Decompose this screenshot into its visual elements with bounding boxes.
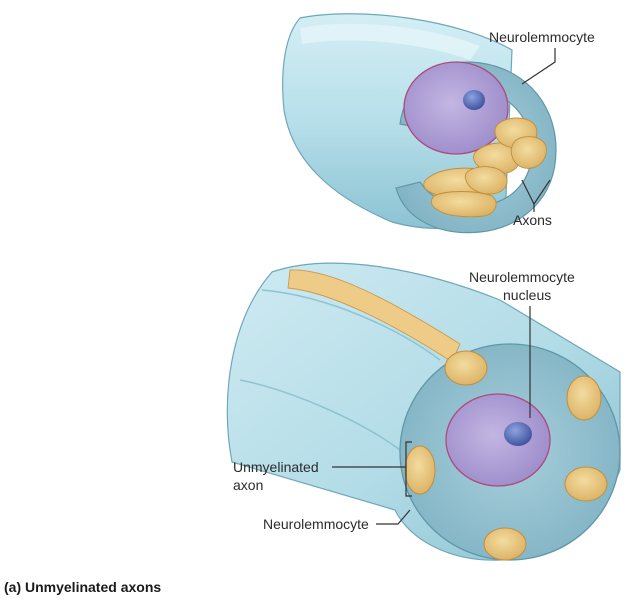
bottom-axon-group [404, 350, 608, 561]
bottom-axon [566, 375, 602, 421]
top-axon [464, 166, 508, 195]
bottom-neurolemmocyte-leader [376, 509, 411, 525]
bottom-axon [444, 350, 488, 386]
top-neurolemmocyte-leader [521, 48, 556, 85]
bottom-nucleus-label-line1: Neurolemmocyte [469, 269, 575, 285]
bottom-tube-ridge [239, 379, 401, 451]
unmyelinated-axon-label-line2: axon [233, 477, 264, 493]
bottom-unmyelinated-bracket [332, 441, 412, 497]
top-axon [430, 191, 497, 218]
top-axons-label: Axons [513, 212, 552, 228]
bottom-sheath-illustration [226, 262, 621, 561]
bottom-leader-lines [332, 306, 531, 525]
bottom-neurolemmocyte-nucleus [504, 422, 532, 446]
top-neurolemmocyte-cytoplasm [403, 61, 509, 155]
bottom-axon [483, 527, 527, 561]
top-neurolemmocyte-nucleus [463, 90, 485, 110]
unmyelinated-axon-label-line1: Unmyelinated [233, 459, 319, 475]
bottom-neurolemmocyte-cytoplasm [445, 393, 551, 487]
top-axon-group [423, 117, 547, 218]
bottom-nucleus-label-line2: nucleus [503, 287, 552, 303]
top-axon [510, 136, 547, 169]
top-axons-bracket [521, 179, 551, 212]
bottom-tube-ridge [261, 289, 441, 361]
bottom-axon [404, 445, 436, 495]
figure-caption: (a) Unmyelinated axons [4, 579, 162, 595]
top-sheath-illustration [282, 13, 557, 234]
top-neurolemmocyte-label: Neurolemmocyte [489, 29, 595, 45]
bottom-axon [564, 466, 608, 502]
top-leader-lines [521, 48, 556, 212]
top-tube-highlight [300, 23, 480, 60]
bottom-neurolemmocyte-label: Neurolemmocyte [263, 516, 369, 532]
